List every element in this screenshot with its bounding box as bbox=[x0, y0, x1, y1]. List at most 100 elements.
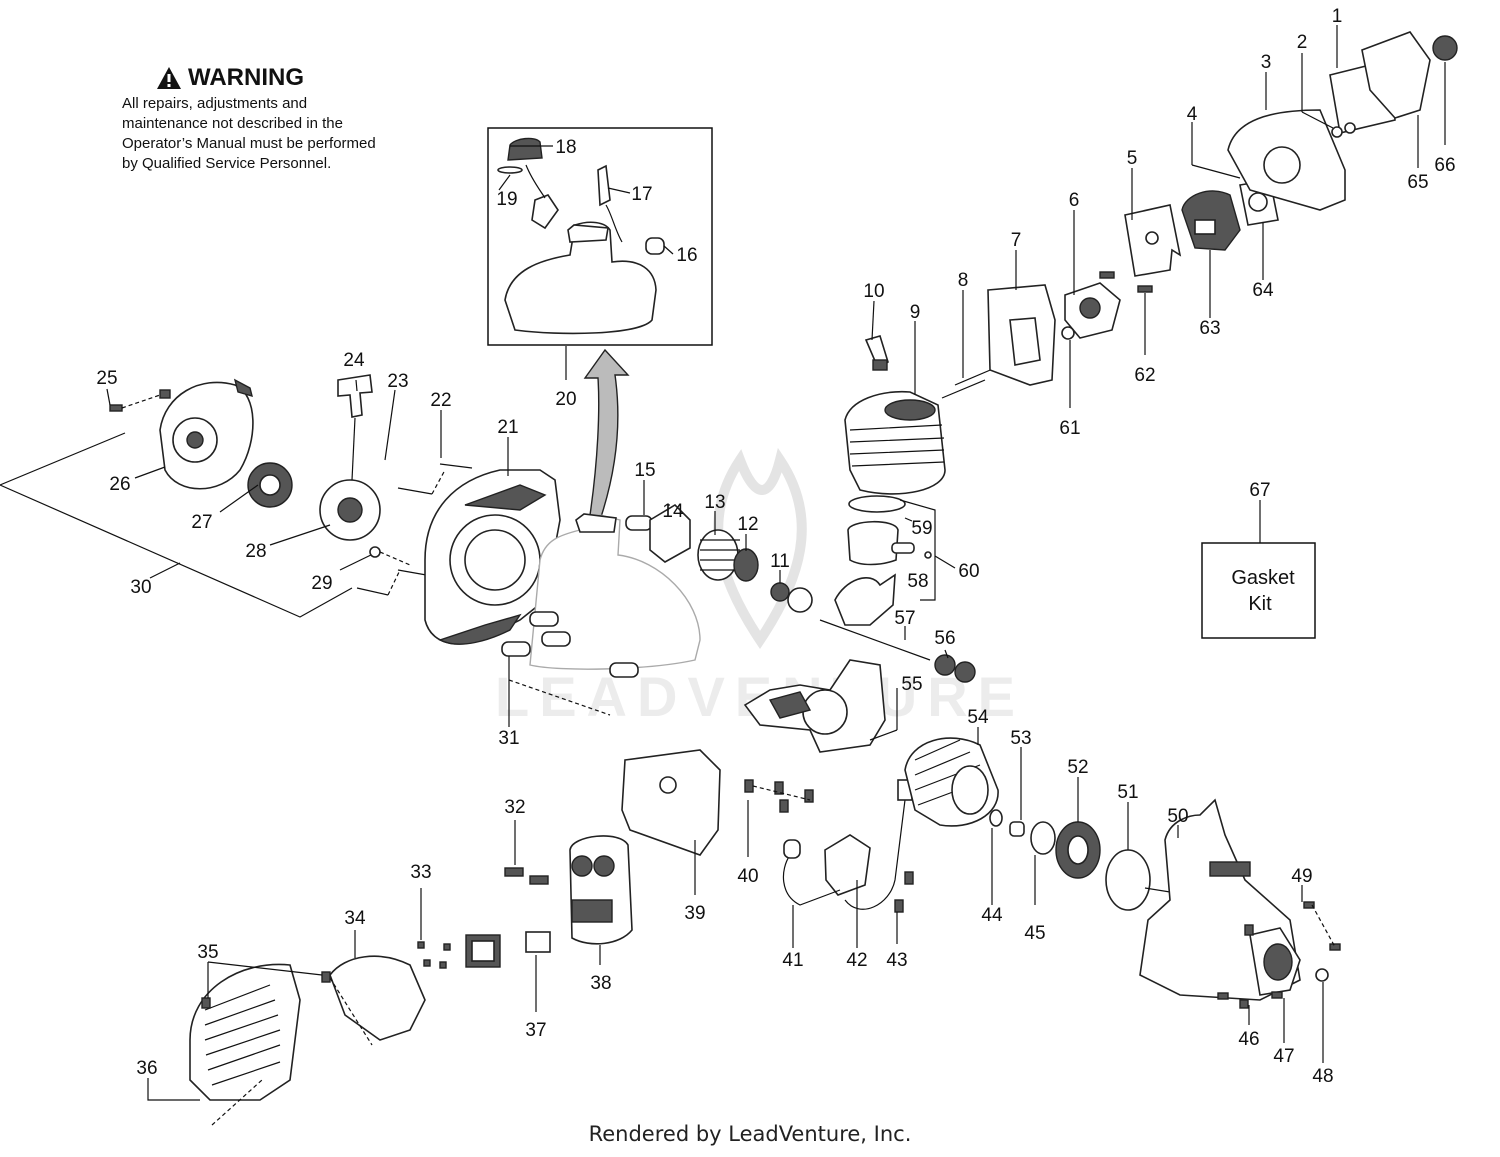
callout-45: 45 bbox=[1024, 923, 1045, 944]
callout-67: 67 bbox=[1249, 480, 1270, 501]
callout-49: 49 bbox=[1291, 866, 1312, 887]
callout-25: 25 bbox=[96, 368, 117, 389]
callout-19: 19 bbox=[496, 189, 517, 210]
callout-35: 35 bbox=[197, 942, 218, 963]
crankcase bbox=[743, 659, 886, 753]
callout-33: 33 bbox=[410, 862, 431, 883]
callout-54: 54 bbox=[967, 707, 989, 728]
bolts-40 bbox=[744, 779, 814, 813]
warning-triangle-icon bbox=[157, 67, 181, 89]
callout-44: 44 bbox=[981, 905, 1003, 926]
callout-20: 20 bbox=[555, 389, 576, 410]
callout-42: 42 bbox=[846, 950, 867, 971]
recoil-starter-group bbox=[109, 374, 381, 541]
warning-text: All repairs, adjustments and maintenance… bbox=[122, 95, 376, 172]
grommets bbox=[501, 611, 639, 678]
piston-group bbox=[847, 495, 932, 566]
warning-heading: WARNING bbox=[156, 64, 392, 92]
callout-38: 38 bbox=[590, 973, 611, 994]
callout-47: 47 bbox=[1273, 1046, 1294, 1067]
clutch-housing bbox=[1139, 798, 1301, 1001]
gasket-kit-box bbox=[1201, 542, 1316, 639]
callout-48: 48 bbox=[1312, 1066, 1333, 1087]
callout-23: 23 bbox=[387, 371, 408, 392]
clutch bbox=[1055, 821, 1101, 879]
callout-65: 65 bbox=[1407, 172, 1428, 193]
curved-arrow-icon bbox=[583, 348, 630, 521]
callout-16: 16 bbox=[676, 245, 697, 266]
callout-14: 14 bbox=[662, 501, 684, 522]
callout-62: 62 bbox=[1134, 365, 1155, 386]
callout-2: 2 bbox=[1297, 32, 1308, 53]
air-filter-cover bbox=[1361, 31, 1431, 119]
callout-64: 64 bbox=[1252, 280, 1274, 301]
callout-31: 31 bbox=[498, 728, 519, 749]
fuel-tank bbox=[529, 513, 701, 670]
cylinder bbox=[844, 390, 946, 495]
flywheel bbox=[904, 737, 999, 827]
callout-56: 56 bbox=[934, 628, 955, 649]
callout-4: 4 bbox=[1187, 104, 1198, 125]
callout-37: 37 bbox=[525, 1020, 546, 1041]
spark-guard bbox=[189, 963, 331, 1101]
callout-60: 60 bbox=[958, 561, 979, 582]
ignition-module bbox=[782, 779, 914, 913]
callout-17: 17 bbox=[631, 184, 652, 205]
gasket-kit-line1: Gasket bbox=[1231, 567, 1295, 589]
carburetor bbox=[1181, 190, 1241, 251]
callout-59: 59 bbox=[911, 518, 932, 539]
callout-30: 30 bbox=[130, 577, 151, 598]
callout-26: 26 bbox=[109, 474, 130, 495]
callout-numbers: 1 2 3 4 5 6 7 8 9 10 11 12 13 14 15 16 1… bbox=[96, 6, 1455, 1087]
callout-13: 13 bbox=[704, 492, 725, 513]
callout-11: 11 bbox=[770, 551, 790, 572]
callout-52: 52 bbox=[1067, 757, 1088, 778]
callout-21: 21 bbox=[497, 417, 518, 438]
intake-manifold bbox=[1061, 271, 1153, 340]
fuel-tank-inset-box bbox=[487, 127, 713, 346]
callout-50: 50 bbox=[1167, 806, 1188, 827]
callout-55: 55 bbox=[901, 674, 922, 695]
callout-10: 10 bbox=[863, 281, 884, 302]
callout-40: 40 bbox=[737, 866, 758, 887]
callout-5: 5 bbox=[1127, 148, 1138, 169]
callout-1: 1 bbox=[1332, 6, 1343, 27]
crankshaft bbox=[770, 573, 976, 683]
muffler-parts bbox=[625, 503, 759, 582]
callout-15: 15 bbox=[634, 460, 655, 481]
callout-6: 6 bbox=[1069, 190, 1080, 211]
callout-8: 8 bbox=[958, 270, 969, 291]
callout-46: 46 bbox=[1238, 1029, 1259, 1050]
callout-28: 28 bbox=[245, 541, 266, 562]
callout-53: 53 bbox=[1010, 728, 1031, 749]
callout-22: 22 bbox=[430, 390, 451, 411]
gasket-kit-line2: Kit bbox=[1248, 593, 1272, 615]
callout-51: 51 bbox=[1117, 782, 1138, 803]
callout-9: 9 bbox=[910, 302, 921, 323]
callout-36: 36 bbox=[136, 1058, 157, 1079]
spark-plug bbox=[864, 335, 889, 371]
callout-27: 27 bbox=[191, 512, 212, 533]
muffler-heat-plate bbox=[621, 749, 721, 856]
clutch-drum bbox=[1105, 849, 1171, 911]
callout-41: 41 bbox=[782, 950, 803, 971]
callout-7: 7 bbox=[1011, 230, 1022, 251]
callout-34: 34 bbox=[344, 908, 366, 929]
muffler-cover bbox=[329, 955, 426, 1041]
callout-12: 12 bbox=[737, 514, 758, 535]
callout-39: 39 bbox=[684, 903, 705, 924]
callout-58: 58 bbox=[907, 571, 928, 592]
muffler bbox=[569, 835, 633, 945]
callout-57: 57 bbox=[894, 608, 915, 629]
callout-3: 3 bbox=[1261, 52, 1272, 73]
callout-29: 29 bbox=[311, 573, 332, 594]
fuel-tank-inset bbox=[497, 137, 665, 335]
footer-credit: Rendered by LeadVenture, Inc. bbox=[588, 1122, 912, 1146]
callout-43: 43 bbox=[886, 950, 907, 971]
callout-24: 24 bbox=[343, 350, 365, 371]
callout-18: 18 bbox=[555, 137, 576, 158]
callout-61: 61 bbox=[1059, 418, 1080, 439]
fan-housing bbox=[424, 469, 561, 645]
callout-32: 32 bbox=[504, 797, 525, 818]
